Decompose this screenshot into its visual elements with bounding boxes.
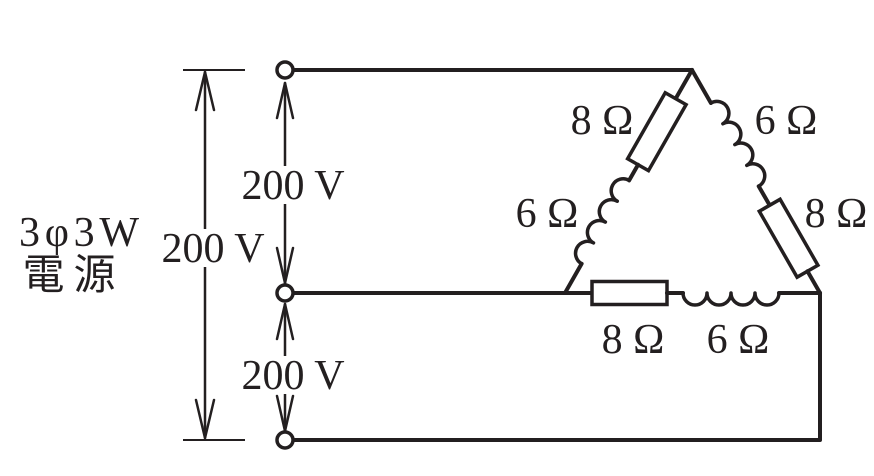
terminal-bottom [275,430,295,450]
arrow-head-top [194,70,216,112]
terminal-top [275,60,295,80]
lead-wire [562,261,584,295]
resistor [625,90,689,174]
lead-wire [805,269,823,295]
wire-bottom [291,291,822,442]
lead-wire [627,162,641,183]
inductor [573,177,631,266]
left-resistance-label: 8 Ω [571,98,634,144]
inductor [681,291,781,307]
lead-wire [756,184,772,208]
upper-voltage-dimension: 200 V [238,81,348,285]
arrow-head-bottom [194,398,216,440]
bottom-reactance-label: 6 Ω [707,317,770,363]
label-backdrop [158,229,268,267]
resistor [590,279,669,307]
right-reactance-label: 6 Ω [755,98,818,144]
lower-voltage-label: 200 V [241,353,344,399]
source-phase-label: 3φ3W [19,210,139,256]
delta-branch-bottom [563,279,822,307]
arrow-head-bottom [275,246,295,285]
line-voltage-label: 200 V [161,226,264,272]
arrow-head-top [275,81,295,120]
lead-wire [690,68,713,105]
label-backdrop [238,166,348,204]
lead-wire [673,68,694,101]
arrow-head-top [275,302,295,341]
terminal-middle [275,283,295,303]
inductor [709,99,767,188]
bottom-resistance-label: 8 Ω [602,317,665,363]
line-voltage-dimension: 200 V [158,69,268,441]
source-label: 電源 [23,253,116,299]
right-resistance-label: 8 Ω [805,191,868,237]
label-backdrop [238,356,348,394]
lower-voltage-dimension: 200 V [238,302,348,433]
delta-branch-left [562,68,694,295]
upper-voltage-label: 200 V [241,163,344,209]
delta-branch-right [690,68,823,295]
left-reactance-label: 6 Ω [516,191,579,237]
